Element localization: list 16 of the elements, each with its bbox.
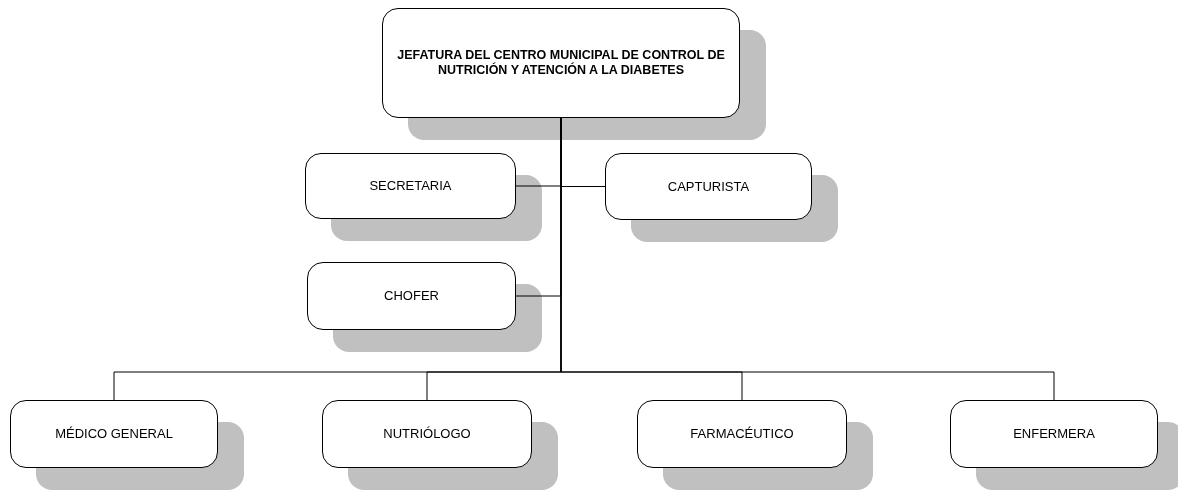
org-box [307, 262, 516, 330]
org-box [637, 400, 847, 468]
org-box [605, 153, 812, 220]
role-title: MÉDICO GENERAL [55, 425, 173, 444]
role-title: CAPTURISTA [667, 177, 750, 196]
role-title: CHOFER [384, 287, 439, 306]
org-box [10, 400, 218, 468]
role-title: FARMACÉUTICO [690, 425, 794, 444]
role-title: SECRETARIA [369, 177, 452, 196]
role-title: JEFATURA DEL CENTRO MUNICIPAL DE CONTROL DE NUTRICIÓN Y ATENCIÓN A LA DIABETES [396, 48, 726, 78]
org-box [322, 400, 532, 468]
org-box [950, 400, 1158, 468]
role-title: ENFERMERA [1013, 425, 1095, 444]
org-box [382, 8, 740, 118]
org-box [305, 153, 516, 219]
role-title: NUTRIÓLOGO [383, 425, 471, 444]
